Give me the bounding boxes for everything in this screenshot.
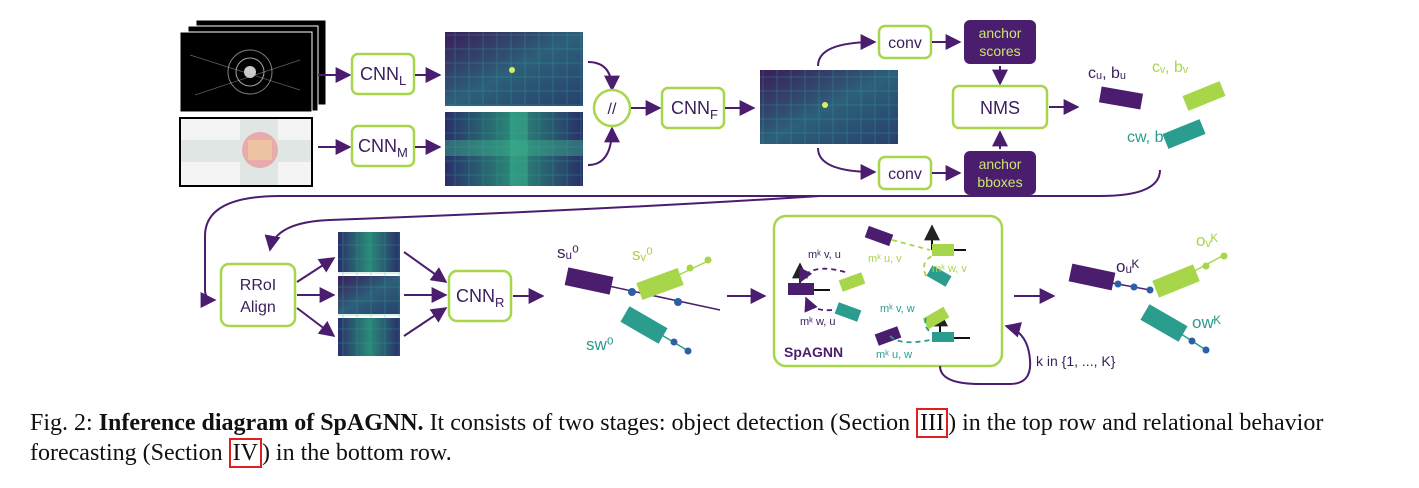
svg-text://: // xyxy=(608,101,617,118)
roi-feature-crops xyxy=(338,232,400,356)
feature-map-lidar xyxy=(445,32,583,106)
lidar-sweeps xyxy=(179,19,327,113)
label-ovK: oᵥᴷ xyxy=(1196,231,1219,250)
svg-text:bboxes: bboxes xyxy=(977,174,1022,190)
label-cw-bw: cw, bw xyxy=(1127,129,1175,146)
svg-text:mᵏ w, v: mᵏ w, v xyxy=(932,263,967,275)
label-ouK: oᵤᴷ xyxy=(1116,257,1140,276)
box-w xyxy=(1162,119,1206,149)
svg-text:RRoI: RRoI xyxy=(240,277,276,294)
label-cv-bv: cᵥ, bᵥ xyxy=(1152,59,1189,76)
svg-text:conv: conv xyxy=(888,35,922,52)
caption-title: Inference diagram of SpAGNN. xyxy=(98,410,424,436)
svg-text:mᵏ v, w: mᵏ v, w xyxy=(880,303,915,315)
svg-text:Align: Align xyxy=(240,299,276,316)
svg-text:CNNF: CNNF xyxy=(671,98,718,122)
svg-text:CNNM: CNNM xyxy=(358,136,408,160)
nms-node: NMS xyxy=(951,84,1049,130)
svg-text:CNNR: CNNR xyxy=(456,286,504,310)
hd-map xyxy=(179,117,313,187)
concat-node: // xyxy=(592,88,632,128)
svg-text:CNNL: CNNL xyxy=(360,64,406,88)
conv-bottom-node: conv xyxy=(877,155,933,191)
spagnn-module: mᵏ v, u mᵏ w, u mᵏ u, v mᵏ w, v mᵏ v, w … xyxy=(772,216,1004,368)
rroi-align-node: RRoI Align xyxy=(219,262,297,328)
figure-caption: Fig. 2: Inference diagram of SpAGNN. It … xyxy=(30,408,1405,468)
label-owK: owᴷ xyxy=(1192,313,1222,332)
conv-top-node: conv xyxy=(877,24,933,60)
box-v xyxy=(1182,81,1226,111)
cnn-m-node: CNNM xyxy=(350,124,416,168)
final-outputs xyxy=(1068,252,1228,354)
svg-text:mᵏ v, u: mᵏ v, u xyxy=(808,249,841,261)
label-sw0: sw⁰ xyxy=(586,335,614,354)
spagnn-inference-diagram: CNNL CNNM // CNNF conv xyxy=(179,19,1228,385)
cnn-r-node: CNNR xyxy=(447,269,513,323)
caption-fig-label: Fig. 2: xyxy=(30,410,93,436)
anchor-scores-node: anchor scores xyxy=(964,20,1036,64)
label-cu-bu: cᵤ, bᵤ xyxy=(1088,65,1126,82)
svg-text:mᵏ u, w: mᵏ u, w xyxy=(876,349,912,361)
caption-ref-section-3[interactable]: III xyxy=(916,408,949,438)
caption-text-1: It consists of two stages: object detect… xyxy=(423,410,917,436)
caption-text-2: ) in the top row and relational behavior… xyxy=(30,410,1324,466)
svg-text:NMS: NMS xyxy=(980,98,1020,118)
svg-text:conv: conv xyxy=(888,166,922,183)
svg-text:SpAGNN: SpAGNN xyxy=(784,344,843,360)
label-k-range: k in {1, ..., K} xyxy=(1036,353,1116,369)
label-su0: sᵤ⁰ xyxy=(557,243,579,262)
initial-states xyxy=(564,256,721,355)
svg-text:mᵏ w, u: mᵏ w, u xyxy=(800,316,836,328)
box-u xyxy=(1098,86,1144,110)
feature-map-map xyxy=(445,112,583,186)
svg-text:anchor: anchor xyxy=(979,25,1022,41)
svg-text:anchor: anchor xyxy=(979,156,1022,172)
svg-text:mᵏ u, v: mᵏ u, v xyxy=(868,253,902,265)
svg-text:scores: scores xyxy=(979,43,1020,59)
label-sv0: sᵥ⁰ xyxy=(632,245,653,264)
caption-text-3: ) in the bottom row. xyxy=(261,440,452,466)
cnn-l-node: CNNL xyxy=(350,52,416,96)
fused-feature-map xyxy=(760,70,898,144)
cnn-f-node: CNNF xyxy=(660,86,726,130)
caption-ref-section-4[interactable]: IV xyxy=(228,438,262,468)
anchor-bboxes-node: anchor bboxes xyxy=(964,151,1036,195)
